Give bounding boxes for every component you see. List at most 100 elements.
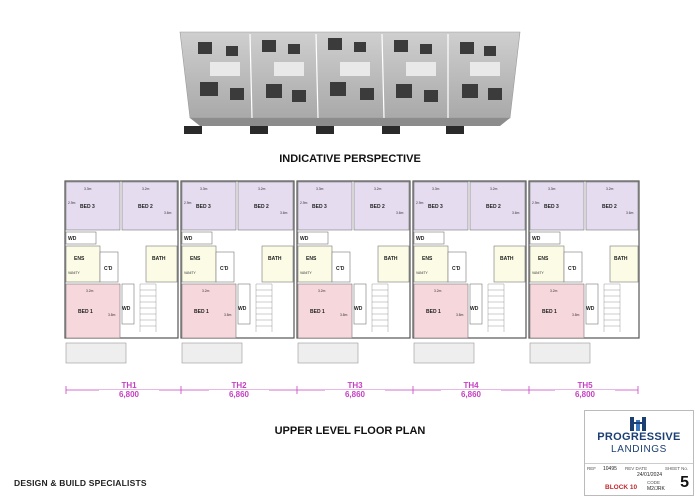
- dim-label: 2.9m: [300, 201, 308, 205]
- townhouse-plan-drawing: BED 3 BED 2 ENS C'D BATH WD BED 1 WD 3.3…: [528, 180, 640, 339]
- room-label-bed1: BED 1: [542, 309, 557, 315]
- dim-label: 2.9m: [184, 201, 192, 205]
- room-label-wd: WD: [184, 236, 193, 242]
- code-label: CODE: [647, 480, 661, 485]
- unit-width: 6,860: [325, 390, 385, 400]
- room-label-bed1: BED 1: [426, 309, 441, 315]
- dim-label: 3.6m: [512, 211, 520, 215]
- townhouse-plan-drawing: BED 3 BED 2 ENS C'D BATH WD BED 1 WD 3.3…: [180, 180, 295, 339]
- dim-label: 3.3m: [200, 187, 208, 191]
- dim-label: 3.8m: [572, 313, 580, 317]
- room-label-vanity: VANITY: [532, 271, 544, 275]
- dim-label: 3.2m: [142, 187, 150, 191]
- room-label-bed3: BED 3: [428, 204, 443, 210]
- townhouse-plan-th2: BED 3 BED 2 ENS C'D BATH WD BED 1 WD 3.3…: [180, 180, 295, 340]
- room-label-vanity: VANITY: [300, 271, 312, 275]
- ref-value: 10495: [603, 466, 617, 472]
- rev-date-label: REV DATE: [625, 466, 648, 471]
- dim-label: 3.2m: [550, 289, 558, 293]
- room-label-bath: BATH: [268, 256, 282, 262]
- room-label-wd: WD: [416, 236, 425, 242]
- unit-dimension-strip: TH1 6,800 TH2 6,860 TH3 6,860 TH4 6,860 …: [64, 380, 640, 404]
- indicative-perspective-render: [179, 31, 521, 134]
- room-label-wd: WD: [532, 236, 541, 242]
- room-label-cd: C'D: [568, 266, 577, 272]
- logo-wordmark-line2: LANDINGS: [611, 444, 667, 455]
- room-label-bed2: BED 2: [486, 204, 501, 210]
- dim-label: 3.8m: [224, 313, 232, 317]
- room-label-ens: ENS: [74, 256, 85, 262]
- townhouse-plan-th5: BED 3 BED 2 ENS C'D BATH WD BED 1 WD 3.3…: [528, 180, 643, 340]
- townhouse-plan-th4: BED 3 BED 2 ENS C'D BATH WD BED 1 WD 3.3…: [412, 180, 527, 340]
- unit-name: TH1: [121, 381, 137, 390]
- code-value: M2/JRK: [647, 486, 665, 492]
- townhouse-plan-th1: BED 3 BED 2 ENS C'D BATH WD BED 1 WD 3.3…: [64, 180, 179, 340]
- dim-label: 3.3m: [316, 187, 324, 191]
- room-label-bed1: BED 1: [194, 309, 209, 315]
- room-label-cd: C'D: [336, 266, 345, 272]
- room-label-bed2: BED 2: [254, 204, 269, 210]
- room-label-wd: WD: [122, 306, 131, 312]
- room-label-bed3: BED 3: [80, 204, 95, 210]
- room-label-ens: ENS: [538, 256, 549, 262]
- unit-name: TH4: [463, 381, 479, 390]
- unit-dim-th2: TH2 6,860: [209, 382, 269, 400]
- sheet-label: SHEET No.: [665, 466, 689, 471]
- room-label-bed1: BED 1: [310, 309, 325, 315]
- dim-label: 3.8m: [108, 313, 116, 317]
- room-label-bed3: BED 3: [196, 204, 211, 210]
- room-label-bed2: BED 2: [602, 204, 617, 210]
- room-label-wd: WD: [470, 306, 479, 312]
- date-value: 24/01/2024: [637, 472, 663, 478]
- block-label: BLOCK 10: [605, 484, 638, 491]
- dim-label: 3.6m: [280, 211, 288, 215]
- dim-label: 2.9m: [532, 201, 540, 205]
- floor-plan-heading: UPPER LEVEL FLOOR PLAN: [274, 425, 426, 437]
- perspective-heading: INDICATIVE PERSPECTIVE: [279, 153, 421, 165]
- dim-label: 3.2m: [606, 187, 614, 191]
- unit-name: TH5: [577, 381, 593, 390]
- room-label-bed2: BED 2: [370, 204, 385, 210]
- room-label-ens: ENS: [190, 256, 201, 262]
- title-block: PROGRESSIVE LANDINGS REF 10495 REV DATE …: [584, 410, 694, 496]
- dim-label: 2.9m: [68, 201, 76, 205]
- townhouse-plan-drawing: BED 3 BED 2 ENS C'D BATH WD BED 1 WD 3.3…: [412, 180, 527, 339]
- dim-label: 3.8m: [456, 313, 464, 317]
- room-label-vanity: VANITY: [416, 271, 428, 275]
- room-label-bath: BATH: [500, 256, 514, 262]
- unit-width: 6,860: [441, 390, 501, 400]
- room-label-wd: WD: [238, 306, 247, 312]
- logo-wordmark-line1: PROGRESSIVE: [597, 431, 681, 443]
- house-logo-icon: [630, 417, 646, 431]
- dim-label: 3.6m: [396, 211, 404, 215]
- ref-label: REF: [587, 466, 596, 471]
- unit-dim-th5: TH5 6,800: [555, 382, 615, 400]
- dim-label: 2.9m: [416, 201, 424, 205]
- townhouse-plan-th3: BED 3 BED 2 ENS C'D BATH WD BED 1 WD 3.3…: [296, 180, 411, 340]
- room-label-bath: BATH: [614, 256, 628, 262]
- unit-width: 6,860: [209, 390, 269, 400]
- dim-label: 3.2m: [86, 289, 94, 293]
- dim-label: 3.3m: [548, 187, 556, 191]
- unit-dim-th1: TH1 6,800: [99, 382, 159, 400]
- dim-label: 3.6m: [164, 211, 172, 215]
- room-label-vanity: VANITY: [184, 271, 196, 275]
- room-label-ens: ENS: [422, 256, 433, 262]
- upper-level-floor-plan: BED 3 BED 2 ENS C'D BATH WD BED 1 WD 3.3…: [64, 180, 640, 340]
- room-label-cd: C'D: [104, 266, 113, 272]
- unit-dim-th4: TH4 6,860: [441, 382, 501, 400]
- room-label-bath: BATH: [152, 256, 166, 262]
- dim-label: 3.2m: [434, 289, 442, 293]
- room-label-ens: ENS: [306, 256, 317, 262]
- dim-label: 3.8m: [340, 313, 348, 317]
- dim-label: 3.3m: [432, 187, 440, 191]
- dim-label: 3.3m: [84, 187, 92, 191]
- dim-label: 3.2m: [258, 187, 266, 191]
- dim-label: 3.6m: [626, 211, 634, 215]
- room-label-wd: WD: [300, 236, 309, 242]
- dim-label: 3.2m: [490, 187, 498, 191]
- room-label-bed2: BED 2: [138, 204, 153, 210]
- room-label-bed1: BED 1: [78, 309, 93, 315]
- room-label-bed3: BED 3: [544, 204, 559, 210]
- unit-name: TH3: [347, 381, 363, 390]
